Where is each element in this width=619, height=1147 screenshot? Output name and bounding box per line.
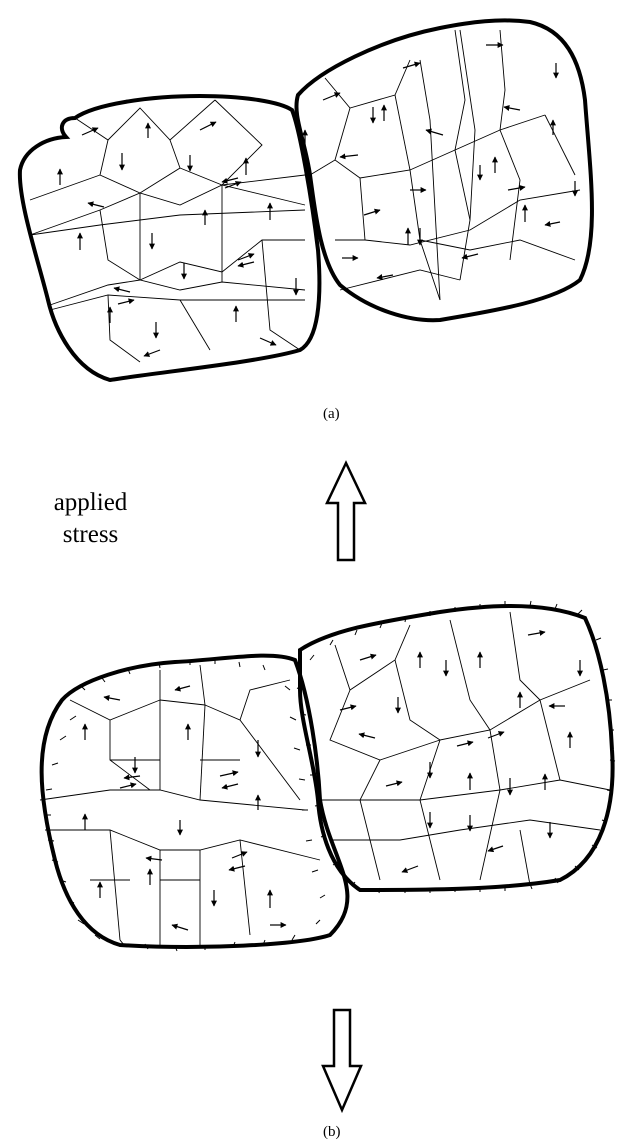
stress-arrow-up-icon	[327, 463, 365, 560]
grain-b-right-outline	[300, 606, 613, 890]
grain-b-right-spins	[340, 632, 580, 872]
grain-a-left-walls	[30, 100, 305, 362]
applied-stress-label: applied stress	[28, 487, 153, 551]
grain-b-right-walls	[320, 612, 610, 885]
stress-arrow-down-icon	[323, 1010, 361, 1110]
grain-b-left-walls	[40, 665, 320, 945]
panel-a-label: (a)	[323, 406, 340, 423]
grain-a-right-spins	[305, 45, 575, 278]
panel-b-label: (b)	[323, 1124, 341, 1141]
grain-a-right-walls	[310, 30, 580, 300]
applied-stress-line2: stress	[28, 519, 153, 551]
grain-a-left-spins	[60, 122, 296, 356]
panel-b	[40, 601, 615, 951]
grain-a-left-outline	[20, 96, 320, 380]
panel-a	[20, 20, 592, 380]
applied-stress-line1: applied	[28, 487, 153, 519]
grain-a-right-outline	[296, 20, 592, 320]
grain-b-left-spins	[85, 686, 286, 930]
